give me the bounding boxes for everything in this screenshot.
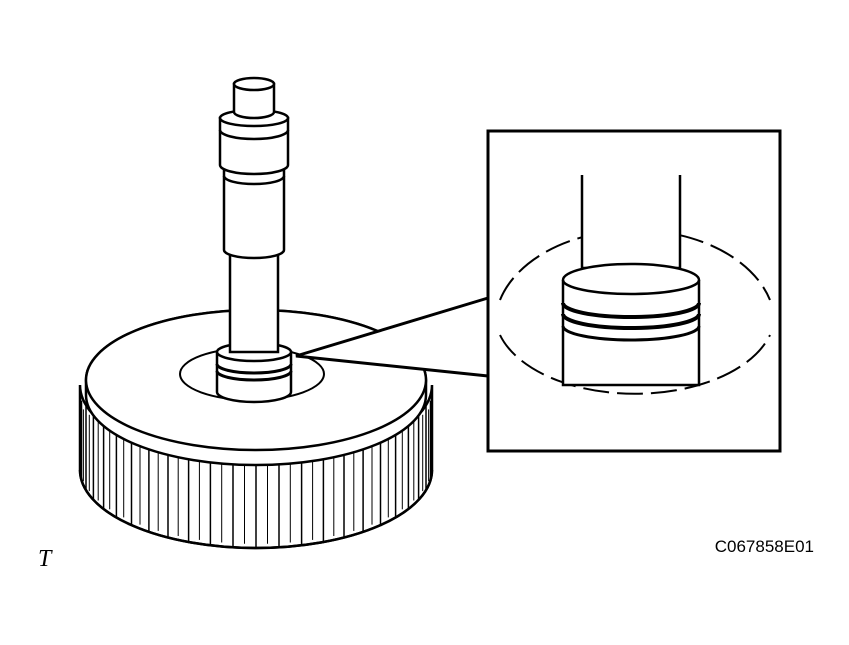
shaft-mid (222, 168, 286, 260)
figure-code: C067858E01 (715, 537, 814, 556)
detail-inset (486, 129, 782, 453)
shaft-upper-groove (218, 129, 290, 141)
shaft-tip (232, 82, 276, 120)
corner-mark: T (38, 546, 53, 572)
inset-oring-1 (561, 302, 701, 319)
inset-oring-3 (561, 325, 701, 342)
inset-oring-2 (561, 313, 701, 330)
inset-shaft (580, 175, 682, 270)
o-ring-lower (215, 370, 293, 382)
drum-bottom-edge (78, 469, 434, 550)
inset-collar (561, 262, 701, 387)
inset-collar-top (561, 279, 701, 296)
shaft-upper (218, 116, 290, 176)
shaft (215, 76, 293, 404)
shaft-tip-top (232, 76, 276, 92)
gear-teeth (79, 395, 433, 548)
o-ring-upper (215, 363, 293, 375)
inset-hub-lower (499, 334, 771, 395)
gear-drum (78, 384, 434, 550)
shaft-lower (228, 248, 280, 354)
shaft-groove (222, 175, 286, 186)
callout-leader (295, 296, 489, 378)
shaft-collar (215, 350, 293, 404)
